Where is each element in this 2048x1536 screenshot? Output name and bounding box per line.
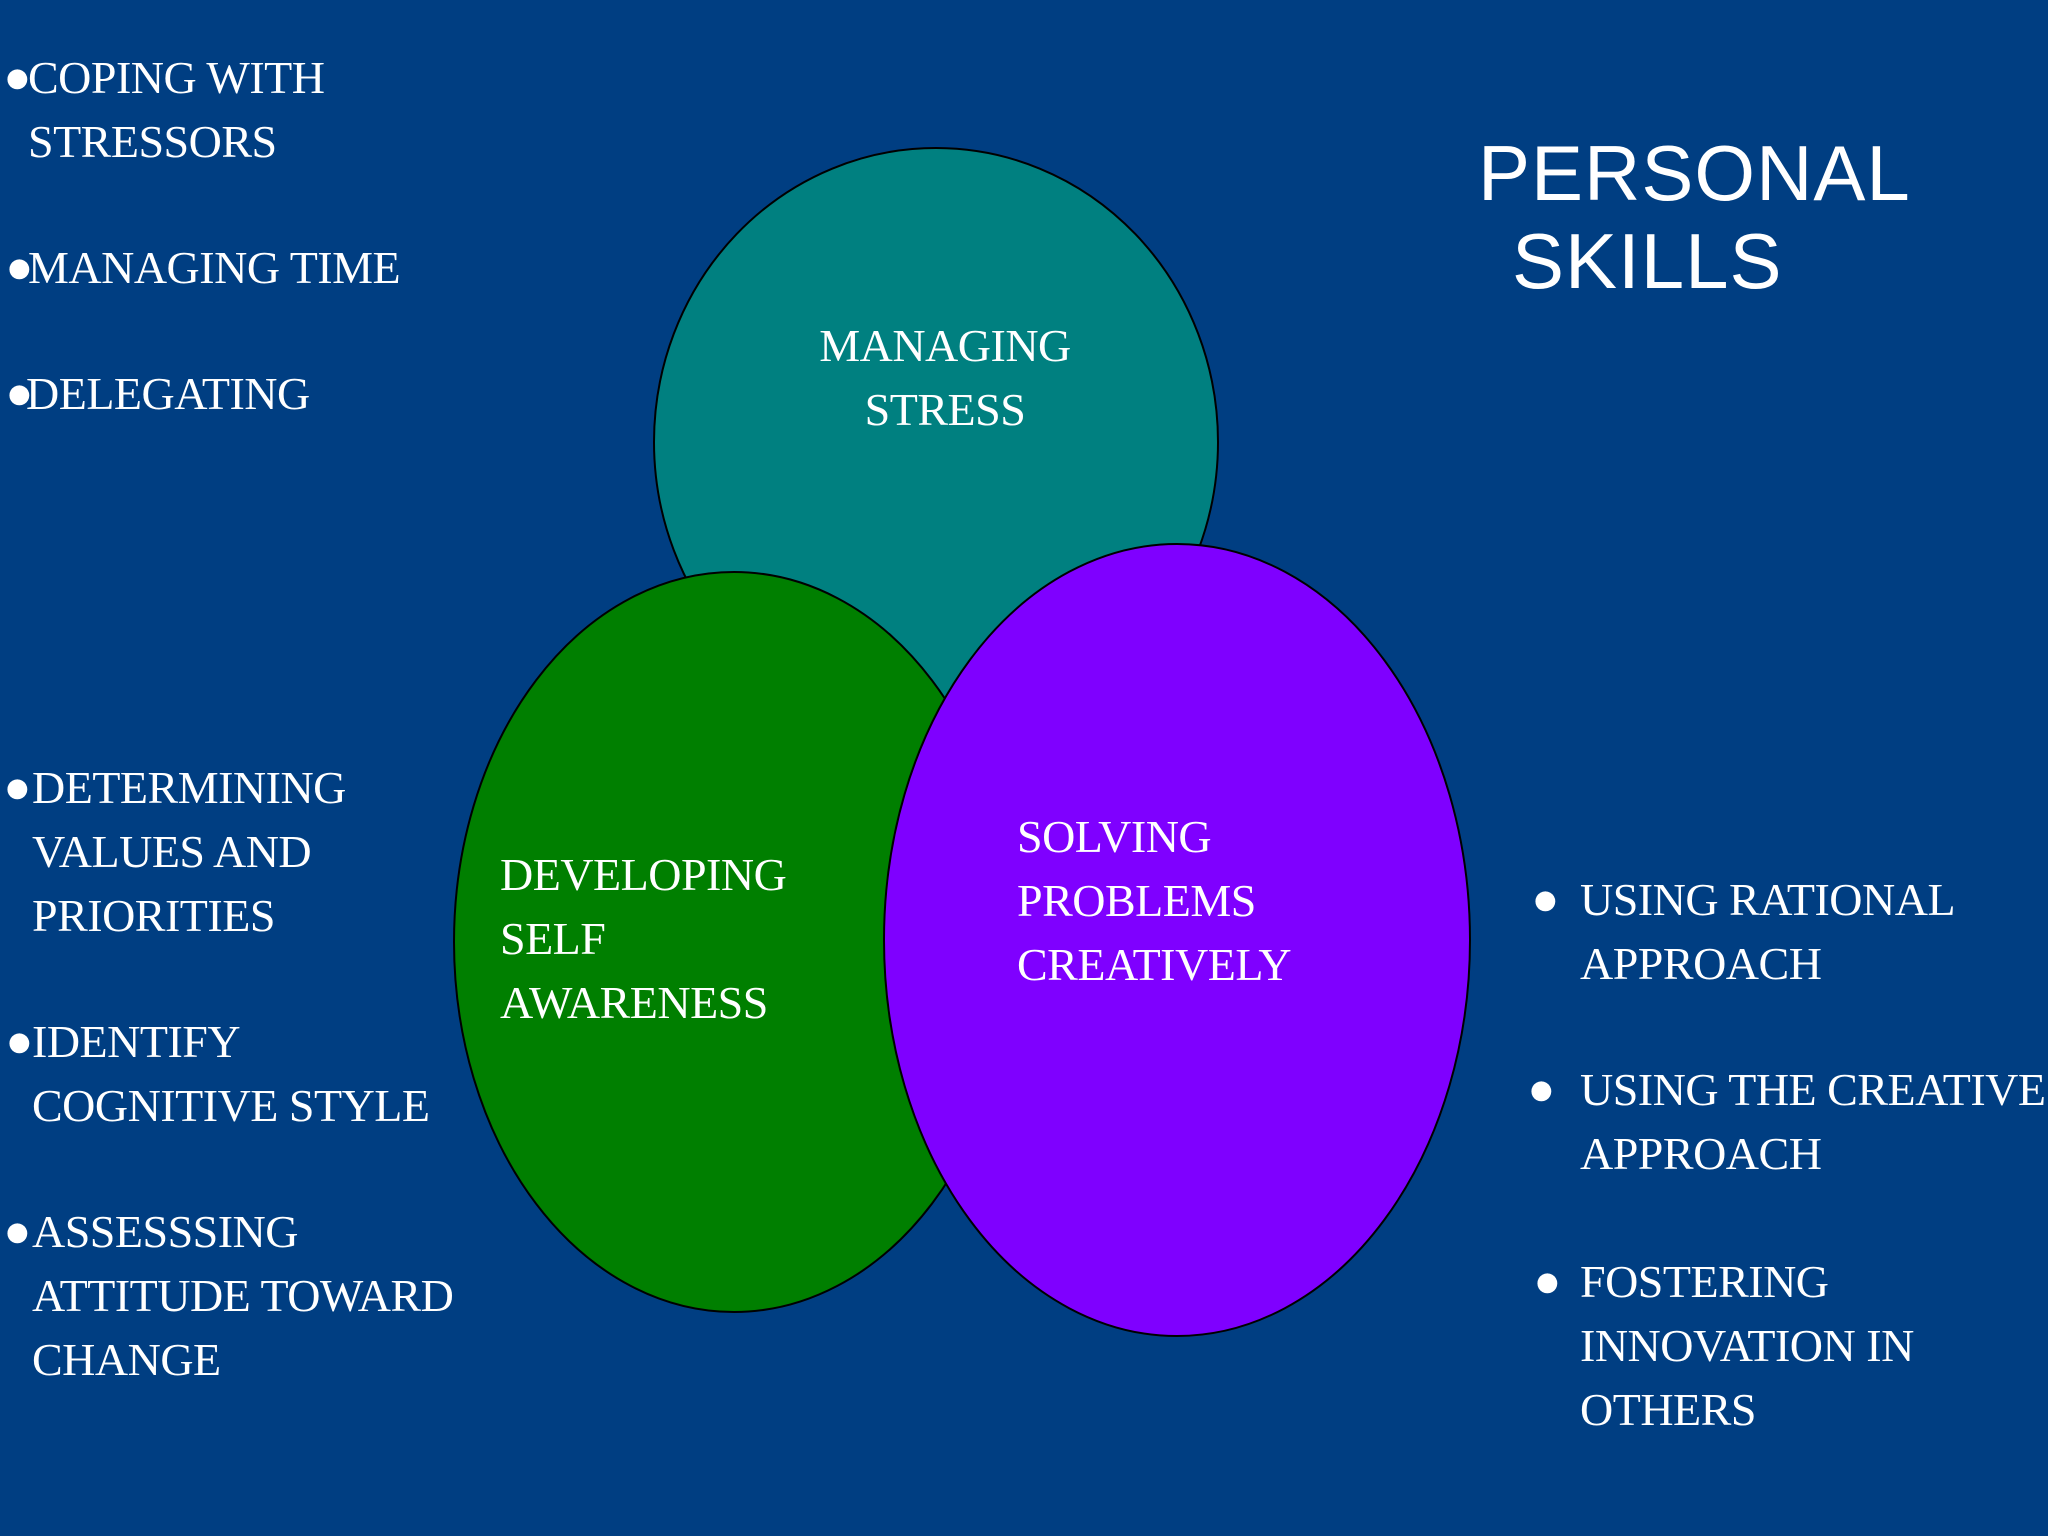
managing-stress-label-line-2: STRESS	[864, 384, 1026, 435]
problem-item-line: USING RATIONAL	[1580, 874, 1956, 925]
problem-item-creative: ● USING THE CREATIVE APPROACH	[1530, 1058, 2046, 1186]
stress-item-delegating: ● DELEGATING	[8, 362, 310, 426]
stress-item-line: STRESSORS	[28, 116, 277, 167]
awareness-item-line: PRIORITIES	[32, 890, 275, 941]
bullet-icon: ●	[1536, 1267, 1559, 1297]
awareness-item-line: IDENTIFY	[32, 1016, 241, 1067]
awareness-item-attitude: ● ASSESSSING ATTITUDE TOWARD CHANGE	[6, 1200, 454, 1392]
solving-problems-label: SOLVING PROBLEMS CREATIVELY	[1017, 805, 1292, 997]
solving-problems-oval	[883, 543, 1471, 1337]
problem-item-rational: ● USING RATIONAL APPROACH	[1534, 868, 1956, 996]
bullet-icon: ●	[8, 379, 31, 409]
self-awareness-label-line-2: SELF	[500, 913, 606, 964]
awareness-item-line: CHANGE	[32, 1334, 221, 1385]
problem-item-line: OTHERS	[1580, 1384, 1756, 1435]
problem-item-innovation: ● FOSTERING INNOVATION IN OTHERS	[1536, 1250, 1914, 1442]
self-awareness-label-line-3: AWARENESS	[500, 977, 768, 1028]
awareness-item-line: ASSESSSING	[32, 1206, 299, 1257]
stress-item-line: MANAGING TIME	[28, 242, 401, 293]
bullet-icon: ●	[1530, 1075, 1553, 1105]
bullet-icon: ●	[1534, 885, 1557, 915]
bullet-icon: ●	[6, 773, 29, 803]
problem-item-line: FOSTERING	[1580, 1256, 1829, 1307]
bullet-icon: ●	[6, 1217, 29, 1247]
stress-item-line: COPING WITH	[28, 52, 325, 103]
awareness-item-line: VALUES AND	[32, 826, 312, 877]
problem-item-line: APPROACH	[1580, 938, 1822, 989]
problem-item-line: INNOVATION IN	[1580, 1320, 1914, 1371]
stress-item-line: DELEGATING	[26, 368, 310, 419]
managing-stress-label-line-1: MANAGING	[819, 320, 1071, 371]
bullet-icon: ●	[6, 63, 29, 93]
stress-item-time: ● MANAGING TIME	[8, 236, 401, 300]
awareness-item-line: COGNITIVE STYLE	[32, 1080, 430, 1131]
solving-problems-label-line-3: CREATIVELY	[1017, 939, 1292, 990]
title-line-2: SKILLS	[1512, 217, 1783, 305]
problem-item-line: USING THE CREATIVE	[1580, 1064, 2046, 1115]
bullet-icon: ●	[8, 253, 31, 283]
awareness-item-line: ATTITUDE TOWARD	[32, 1270, 454, 1321]
self-awareness-label-line-1: DEVELOPING	[500, 849, 787, 900]
awareness-item-values: ● DETERMINING VALUES AND PRIORITIES	[6, 756, 346, 948]
awareness-item-cognitive: ● IDENTIFY COGNITIVE STYLE	[8, 1010, 430, 1138]
self-awareness-label: DEVELOPING SELF AWARENESS	[500, 843, 787, 1035]
bullet-icon: ●	[8, 1027, 31, 1057]
solving-problems-label-line-2: PROBLEMS	[1017, 875, 1256, 926]
stress-item-coping: ● COPING WITH STRESSORS	[6, 46, 325, 174]
managing-stress-label: MANAGING STRESS	[795, 314, 1095, 442]
title-line-1: PERSONAL	[1478, 129, 1911, 217]
awareness-item-line: DETERMINING	[32, 762, 346, 813]
solving-problems-label-line-1: SOLVING	[1017, 811, 1212, 862]
problem-item-line: APPROACH	[1580, 1128, 1822, 1179]
